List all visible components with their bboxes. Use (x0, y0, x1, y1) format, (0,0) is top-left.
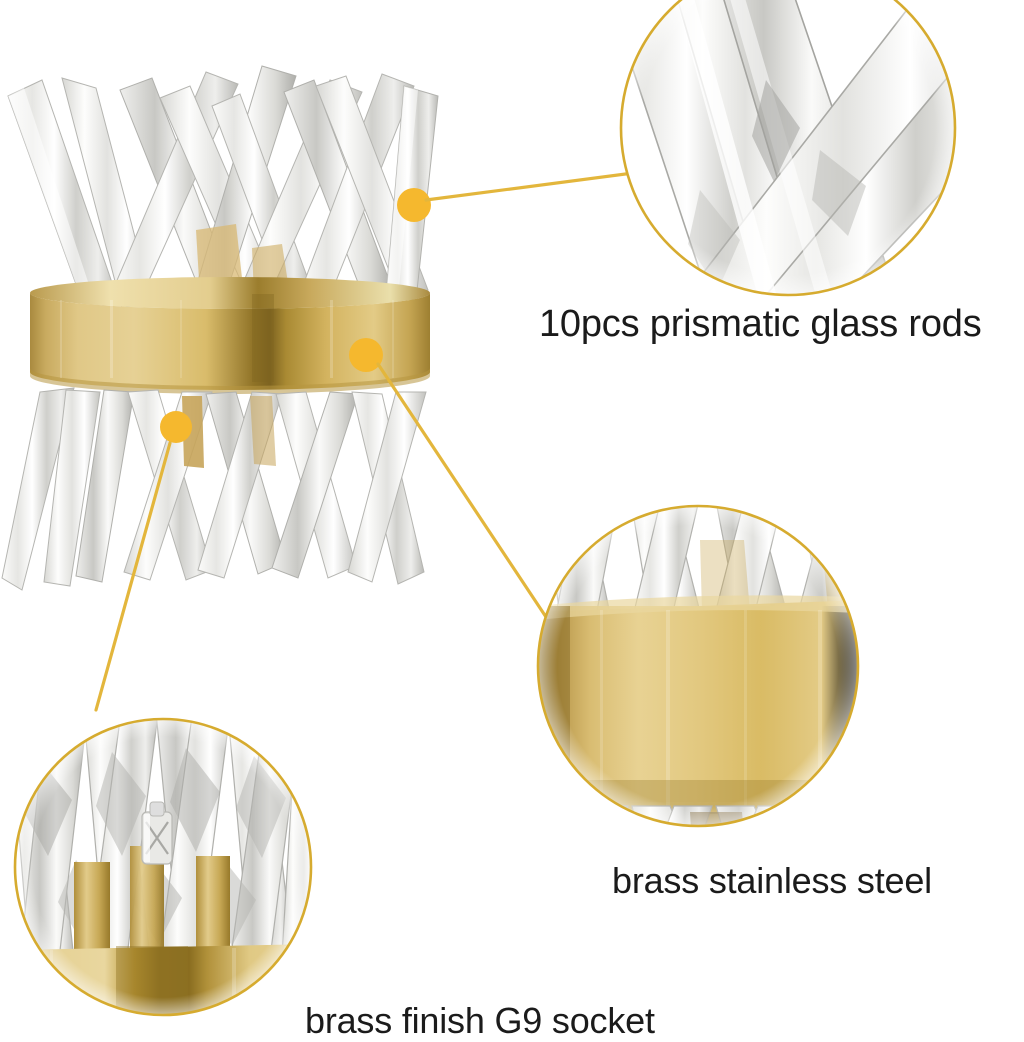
detail-circle-g9-socket (13, 717, 313, 1017)
callout-dot-glass-rods (397, 188, 431, 222)
callout-dot-brass-band (349, 338, 383, 372)
detail-circle-brass-band (536, 504, 860, 828)
label-glass-rods: 10pcs prismatic glass rods (539, 303, 982, 345)
connector-brass-band (376, 362, 550, 622)
upper-glass-rods (7, 65, 439, 313)
brass-band (30, 277, 430, 394)
lower-glass-rods (1, 387, 427, 591)
callout-dot-g9-socket (160, 411, 192, 443)
label-g9-socket: brass finish G9 socket (305, 1000, 655, 1041)
connector-g9-socket (94, 441, 172, 712)
main-product-sconce (1, 65, 439, 591)
label-brass-stainless-steel: brass stainless steel (612, 860, 932, 901)
detail-circle-glass-rods (619, 0, 957, 297)
